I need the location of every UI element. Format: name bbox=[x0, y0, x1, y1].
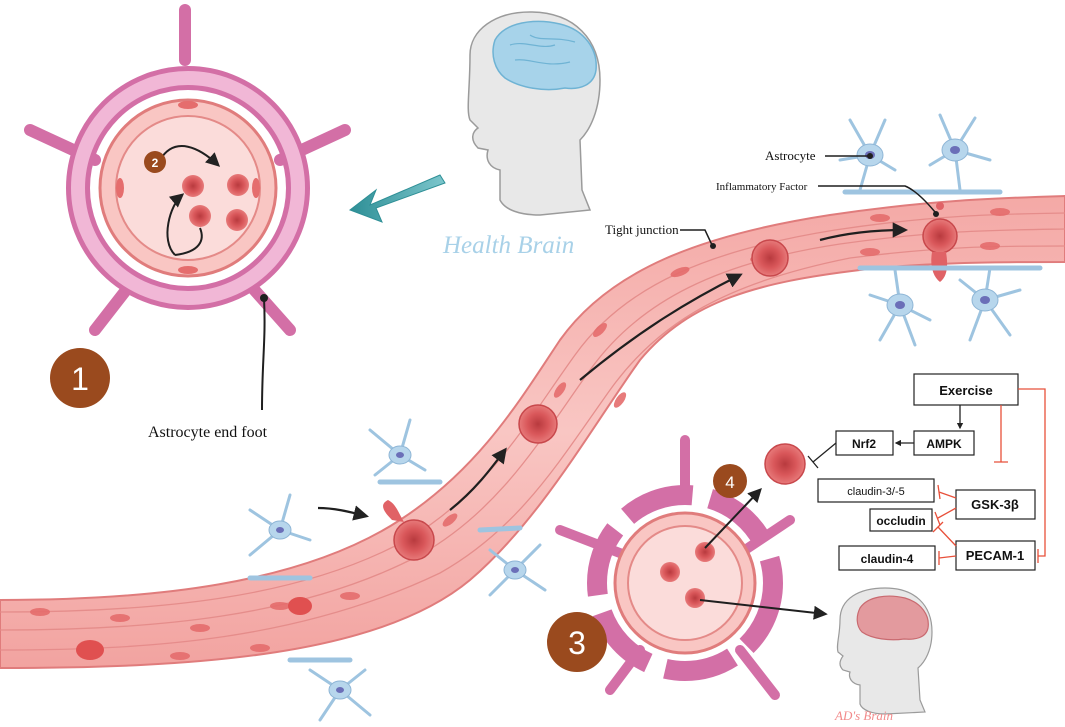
zoom-arrow bbox=[348, 174, 446, 223]
label-astrocyte: Astrocyte bbox=[765, 148, 816, 163]
box-ampk bbox=[913, 430, 975, 456]
label-astrocyte-end-foot: Astrocyte end foot bbox=[148, 424, 268, 441]
migrating-cells bbox=[383, 202, 958, 561]
node-claudin35: claudin-3/-5 bbox=[847, 486, 904, 498]
tight-junction-pointer-dot bbox=[710, 243, 716, 249]
marker-4: 4 bbox=[725, 473, 734, 492]
node-nrf2: Nrf2 bbox=[852, 437, 876, 451]
ad-head-icon bbox=[836, 587, 933, 715]
box-occludin bbox=[869, 508, 933, 532]
signaling-pathway: Exercise AMPK Nrf2 GSK-3β PECAM-1 claudi… bbox=[807, 373, 1046, 571]
node-claudin4: claudin-4 bbox=[861, 552, 914, 566]
flow-arrows bbox=[317, 222, 909, 521]
label-health-brain: Health Brain bbox=[442, 232, 574, 259]
marker-badge-3 bbox=[547, 612, 607, 672]
edge-gsk3b-occludin bbox=[934, 507, 957, 526]
edge-pecam1-occludin bbox=[932, 521, 957, 547]
node-occludin: occludin bbox=[876, 514, 925, 528]
node-pecam1: PECAM-1 bbox=[966, 548, 1025, 563]
ad-cross-section bbox=[555, 435, 828, 700]
end-foot-dot bbox=[260, 294, 268, 302]
tight-junction-pointer bbox=[680, 229, 713, 246]
marker-3: 3 bbox=[568, 625, 586, 661]
box-exercise bbox=[913, 373, 1019, 406]
box-claudin4 bbox=[838, 545, 936, 571]
edge-exercise-pecam1 bbox=[1018, 388, 1046, 563]
label-ad-brain: AD's Brain bbox=[834, 708, 893, 723]
box-nrf2 bbox=[835, 430, 894, 456]
edge-pecam1-claudin4 bbox=[938, 551, 957, 565]
edge-gsk3b-claudin35 bbox=[937, 484, 957, 500]
marker-badge-2 bbox=[144, 151, 166, 173]
label-tight-junction: Tight junction bbox=[605, 222, 679, 237]
box-gsk3b bbox=[955, 489, 1036, 520]
marker-badge-4 bbox=[713, 464, 747, 498]
box-pecam1 bbox=[955, 540, 1036, 571]
node-ampk: AMPK bbox=[926, 437, 962, 451]
healthy-head-icon bbox=[467, 11, 601, 216]
node-gsk3b: GSK-3β bbox=[971, 497, 1019, 512]
box-claudin35 bbox=[817, 478, 935, 503]
astrocyte-bodies bbox=[268, 138, 999, 700]
astrocyte-pointer-dot bbox=[867, 153, 873, 159]
label-inflammatory-factor: Inflammatory Factor bbox=[716, 181, 808, 193]
end-foot-pointer bbox=[261, 297, 266, 411]
inflammatory-pointer-dot bbox=[933, 211, 939, 217]
marker-1: 1 bbox=[71, 361, 89, 397]
edge-exercise-gsk3b bbox=[994, 405, 1008, 463]
inflammatory-pointer bbox=[818, 185, 936, 213]
marker-badge-1 bbox=[50, 348, 110, 408]
node-exercise: Exercise bbox=[939, 383, 993, 398]
healthy-cross-section: 2 bbox=[24, 4, 351, 336]
astrocytes bbox=[247, 113, 1043, 722]
marker-2: 2 bbox=[152, 156, 159, 170]
edge-nrf2-inhibit bbox=[807, 442, 837, 469]
